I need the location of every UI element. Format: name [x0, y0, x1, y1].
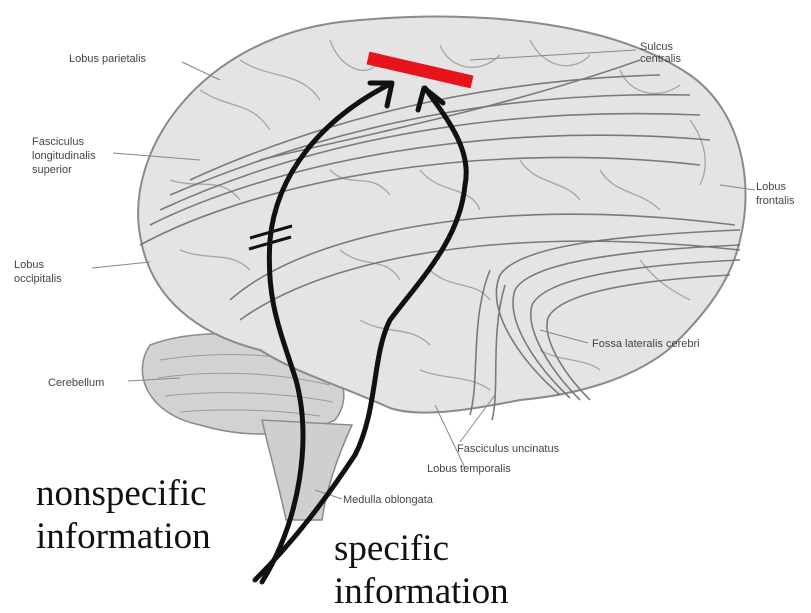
- label-sulcus-centralis-line2: centralis: [640, 53, 681, 65]
- label-fasciculus-long-line3: superior: [32, 164, 72, 176]
- label-lobus-temporalis: Lobus temporalis: [427, 463, 511, 475]
- label-lobus-occipitalis-line1: Lobus: [14, 259, 44, 271]
- caption-specific-line1: specific: [334, 528, 449, 569]
- label-medulla-oblongata: Medulla oblongata: [343, 494, 434, 506]
- label-fasciculus-uncinatus: Fasciculus uncinatus: [457, 443, 560, 455]
- label-sulcus-centralis-line1: Sulcus: [640, 41, 674, 53]
- label-cerebellum: Cerebellum: [48, 377, 104, 389]
- caption-nonspecific-line1: nonspecific: [36, 473, 207, 514]
- label-fasciculus-long-line2: longitudinalis: [32, 150, 96, 162]
- label-lobus-occipitalis-line2: occipitalis: [14, 273, 62, 285]
- pathway-captions: nonspecific information specific informa…: [36, 473, 509, 612]
- caption-specific-line2: information: [334, 571, 509, 612]
- label-fossa-lateralis: Fossa lateralis cerebri: [592, 338, 700, 350]
- label-lobus-frontalis-line1: Lobus: [756, 181, 786, 193]
- caption-nonspecific-line2: information: [36, 516, 211, 557]
- label-lobus-frontalis-line2: frontalis: [756, 195, 795, 207]
- label-fasciculus-long-line1: Fasciculus: [32, 136, 84, 148]
- label-lobus-parietalis: Lobus parietalis: [69, 53, 147, 65]
- brainstem-shape: [262, 420, 352, 520]
- brain-illustration: [138, 17, 745, 520]
